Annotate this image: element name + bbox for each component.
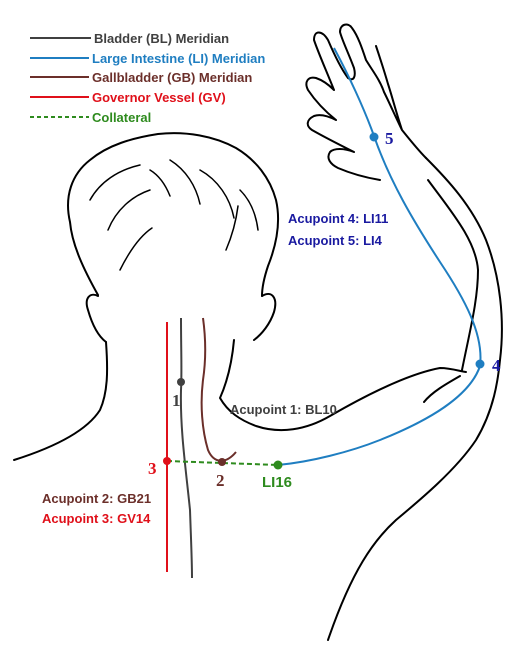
annotation-acupoint-1: Acupoint 1: BL10 [230,402,337,417]
hair-strands [90,160,258,270]
annotation-acupoint-2: Acupoint 2: GB21 [42,491,151,506]
acupoint-5-marker [370,133,379,142]
point-2-label: 2 [216,471,225,490]
legend-label-collateral: Collateral [92,110,151,125]
point-numbers: 1 2 3 4 5 LI16 [148,129,501,491]
annotation-acupoint-3: Acupoint 3: GV14 [42,511,151,526]
point-4-label: 4 [492,356,501,375]
legend-label-large-intestine: Large Intestine (LI) Meridian [92,51,265,66]
legend-label-governor: Governor Vessel (GV) [92,90,226,105]
left-neck-shoulder [14,342,107,460]
acupoint-li16-marker [274,461,283,470]
point-5-label: 5 [385,129,394,148]
upper-arm-outer [428,180,478,370]
point-li16-label: LI16 [262,474,292,491]
point-3-label: 3 [148,459,157,478]
annotation-acupoint-5: Acupoint 5: LI4 [288,233,383,248]
acupoint-1-marker [177,378,185,386]
legend-label-gallbladder: Gallbladder (GB) Meridian [92,70,252,85]
left-ear [87,295,106,342]
right-ear [254,294,275,340]
annotation-acupoint-4: Acupoint 4: LI11 [288,211,388,226]
legend-label-bladder: Bladder (BL) Meridian [94,31,229,46]
meridian-lines [167,48,481,578]
legend: Bladder (BL) Meridian Large Intestine (L… [30,31,265,125]
acupoint-2-marker [218,458,226,466]
hand-outline [306,25,426,180]
head-outline [68,133,278,296]
acupoint-3-marker [163,457,171,465]
gallbladder-line [202,318,236,461]
point-1-label: 1 [172,391,181,410]
bladder-line [181,318,192,578]
acupoint-4-marker [476,360,485,369]
